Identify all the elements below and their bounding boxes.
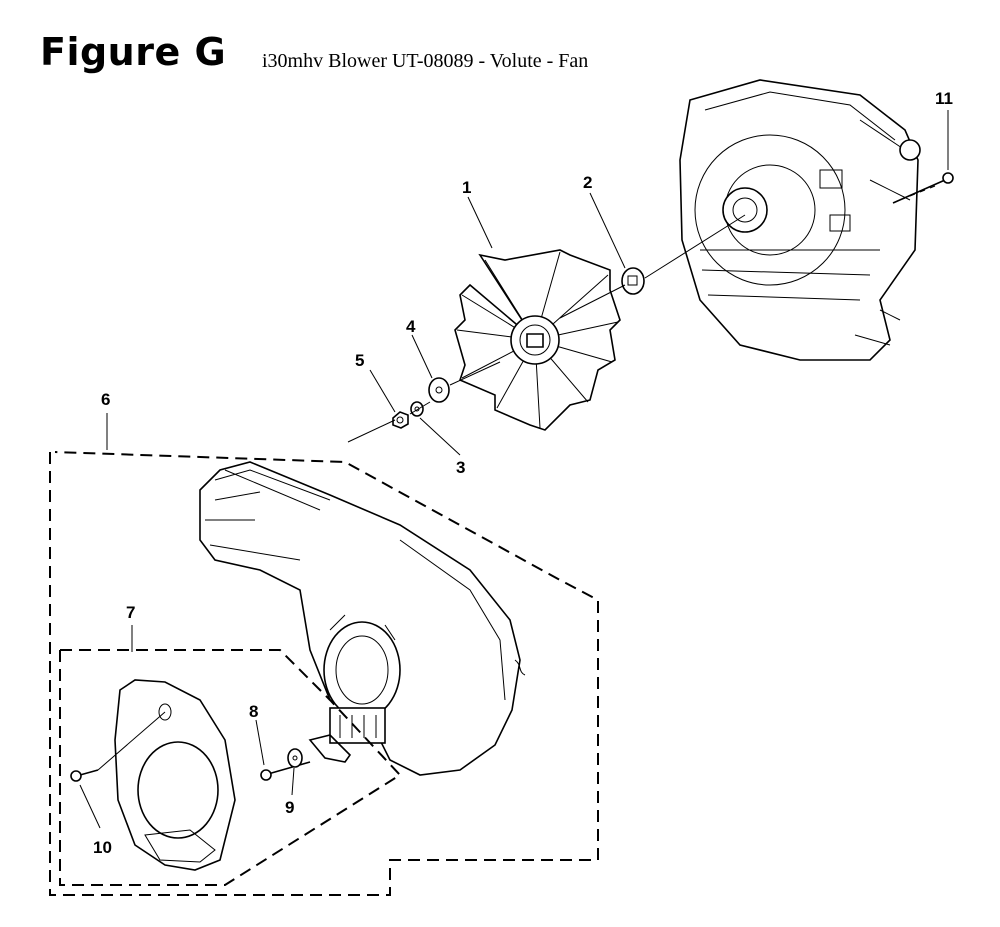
screw-11: [892, 172, 954, 204]
group-outline-7: [59, 649, 402, 886]
retaining-clip: [308, 734, 352, 763]
callout-6: 6: [101, 390, 110, 409]
washer-9: [287, 748, 303, 768]
screw-8: [260, 761, 311, 781]
callout-7: 7: [126, 603, 135, 622]
motor-housing: [679, 79, 921, 361]
fan-impeller: [454, 249, 621, 431]
callout-3: 3: [456, 458, 465, 477]
washer-2: [621, 267, 645, 295]
leader-lines: [79, 110, 949, 829]
callout-9: 9: [285, 798, 294, 817]
screw-10: [70, 711, 166, 782]
callout-1: 1: [462, 178, 471, 197]
figure-subtitle: i30mhv Blower UT-08089 - Volute - Fan: [262, 50, 589, 72]
volute-cover: [114, 679, 236, 871]
assembly-axis-line: [347, 214, 746, 443]
group-outline-6: [49, 451, 599, 896]
washer-3: [410, 401, 424, 417]
callout-4: 4: [406, 317, 416, 336]
callout-8: 8: [249, 702, 258, 721]
figure-title: Figure G: [40, 30, 227, 74]
washer-4: [428, 377, 450, 403]
callout-11: 11: [935, 89, 953, 108]
callout-5: 5: [355, 351, 364, 370]
volute-housing: [199, 461, 526, 776]
nut-5: [392, 411, 409, 429]
callout-2: 2: [583, 173, 592, 192]
callout-10: 10: [93, 838, 112, 857]
